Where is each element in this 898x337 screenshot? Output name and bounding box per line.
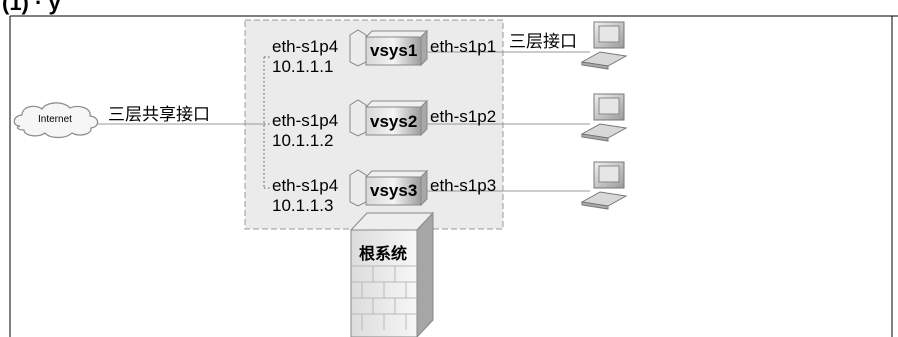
root-system-firewall-icon [349, 211, 435, 337]
vsys1-device [364, 29, 429, 67]
internet-label: Internet [38, 114, 72, 125]
internet-cloud-icon [13, 102, 99, 139]
vsys2-uplink-port: eth-s1p4 [272, 111, 339, 130]
vsys2-port-icon [349, 99, 367, 137]
vsys1-uplink-ip: 10.1.1.1 [272, 57, 334, 76]
host-computer-3 [580, 161, 628, 210]
heading-fragment: (1) · y [2, 0, 61, 15]
vsys1-port-icon [349, 29, 367, 67]
vsys3-label: vsys3 [370, 181, 418, 200]
vsys2-label: vsys2 [370, 112, 418, 131]
vsys2-device [364, 99, 429, 137]
vsys3-uplink-port: eth-s1p4 [272, 176, 339, 195]
vsys3-uplink-ip: 10.1.1.3 [272, 196, 334, 215]
host-computer-1 [580, 21, 628, 70]
vsys1-uplink-port: eth-s1p4 [272, 37, 339, 56]
host-computer-2 [580, 93, 628, 142]
vsys1-downlink-port: eth-s1p1 [430, 37, 497, 56]
vsys1-label: vsys1 [370, 41, 418, 60]
vsys3-downlink-port: eth-s1p3 [430, 176, 497, 195]
vsys1-downlink-label: 三层接口 [509, 32, 577, 52]
vsys2-downlink-port: eth-s1p2 [430, 107, 497, 126]
root-system-label: 根系统 [359, 244, 408, 263]
vsys2-uplink-ip: 10.1.1.2 [272, 131, 334, 150]
vsys3-port-icon [349, 169, 367, 207]
shared-interface-label: 三层共享接口 [108, 105, 210, 125]
